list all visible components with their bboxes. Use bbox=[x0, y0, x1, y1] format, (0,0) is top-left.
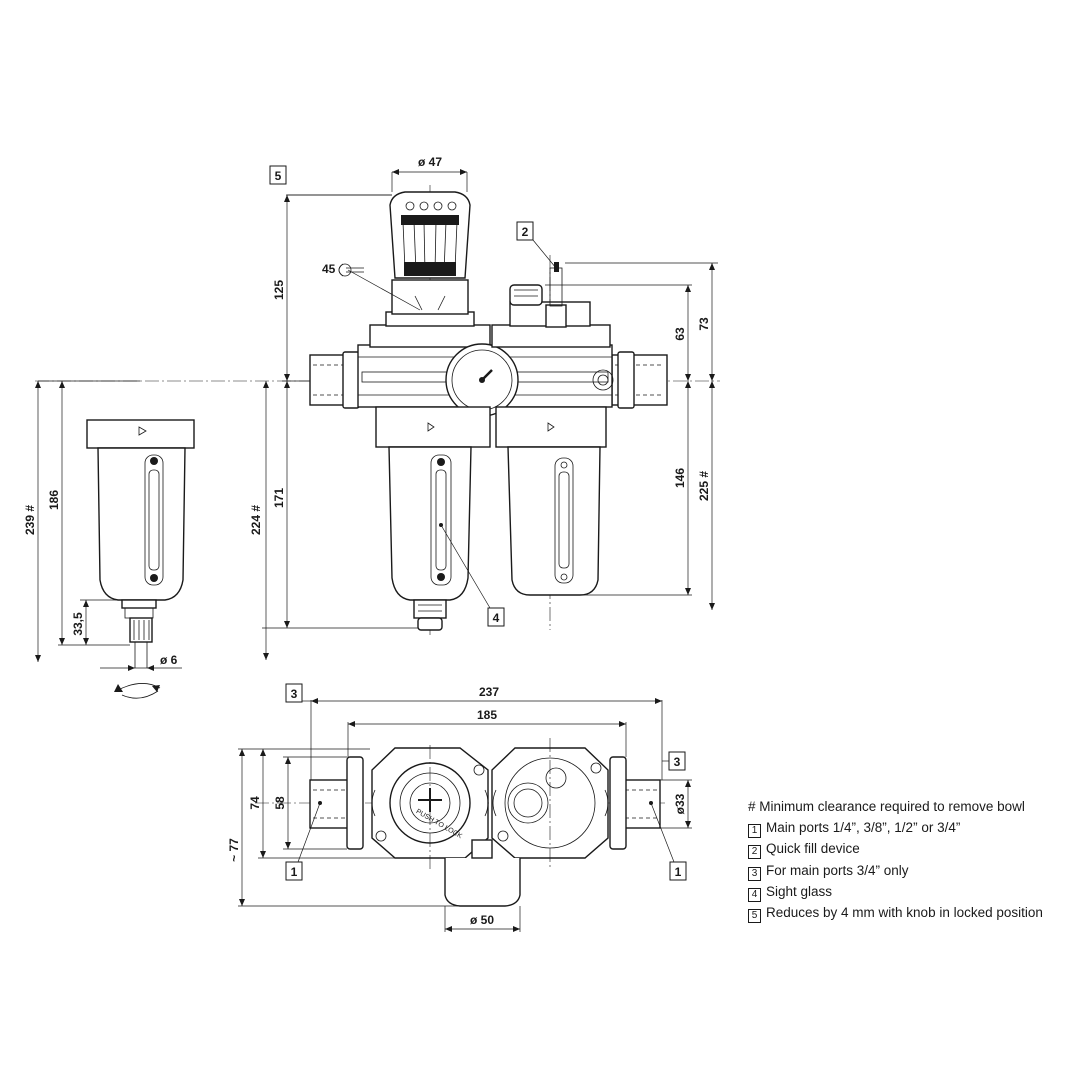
dim-knob-diameter: ø 47 bbox=[418, 155, 442, 169]
callout-1-right: 1 bbox=[675, 865, 682, 879]
callout-3-left: 3 bbox=[291, 687, 298, 701]
legend-item-number: 5 bbox=[748, 909, 761, 924]
dim-lubricator-bowl: 146 bbox=[673, 468, 687, 488]
dim-drain-height: 33,5 bbox=[71, 612, 85, 636]
callout-4: 4 bbox=[493, 611, 500, 625]
dim-fill-device-height: 73 bbox=[697, 317, 711, 331]
callout-5: 5 bbox=[275, 169, 282, 183]
dim-drain-diameter: ø 6 bbox=[160, 653, 178, 667]
wrench-icon bbox=[338, 263, 364, 277]
dim-clearance-lubricator: 225 # bbox=[697, 471, 711, 501]
filter-side-view bbox=[86, 419, 195, 699]
dim-overall-width: 237 bbox=[479, 685, 499, 699]
dim-clearance-filter-regulator: 224 # bbox=[249, 505, 263, 535]
legend-item-number: 2 bbox=[748, 845, 761, 860]
top-dimensions: 237 185 74 58 ~ 77 ø33 bbox=[227, 683, 692, 932]
legend-item-text: Sight glass bbox=[766, 883, 833, 899]
legend: # Minimum clearance required to remove b… bbox=[748, 796, 1043, 924]
rotate-arrow-icon bbox=[114, 683, 161, 699]
dim-clearance-filter: 239 # bbox=[23, 505, 37, 535]
dim-wrench-size: 45 bbox=[322, 262, 336, 276]
legend-item: 2 Quick fill device bbox=[748, 838, 1043, 860]
dim-height-above-port: 125 bbox=[272, 280, 286, 300]
dim-body-width: 185 bbox=[477, 708, 497, 722]
legend-note: # Minimum clearance required to remove b… bbox=[748, 799, 1025, 814]
dim-lubricator-top-height: 63 bbox=[673, 327, 687, 341]
dim-filter-bowl: 186 bbox=[47, 490, 61, 510]
callouts-top: 5 2 4 bbox=[269, 165, 557, 627]
dim-width-58: 58 bbox=[273, 796, 287, 810]
legend-item-text: Main ports 1/4”, 3/8”, 1/2” or 3/4” bbox=[766, 820, 961, 836]
legend-item: 5 Reduces by 4 mm with knob in locked pos… bbox=[748, 902, 1043, 924]
callout-2: 2 bbox=[522, 225, 529, 239]
dim-port-diameter: ø33 bbox=[673, 793, 687, 814]
legend-item-text: Quick fill device bbox=[766, 841, 860, 857]
top-view: PUSH TO LOCK bbox=[255, 738, 668, 907]
legend-item-number: 1 bbox=[748, 824, 761, 839]
callout-1-left: 1 bbox=[291, 865, 298, 879]
front-dimensions: ø 47 125 224 # 171 73 63 1 bbox=[249, 155, 718, 660]
callout-3-right: 3 bbox=[674, 755, 681, 769]
legend-item-number: 3 bbox=[748, 866, 761, 881]
legend-item: 4 Sight glass bbox=[748, 881, 1043, 902]
dim-gauge-diameter: ø 50 bbox=[470, 913, 494, 927]
dim-width-74: 74 bbox=[248, 796, 262, 810]
filter-dimensions: 239 # 186 33,5 ø 6 bbox=[23, 380, 182, 671]
front-view bbox=[35, 185, 720, 635]
legend-item-number: 4 bbox=[748, 887, 761, 902]
dim-filter-regulator-bowl: 171 bbox=[272, 488, 286, 508]
legend-item: 3 For main ports 3/4” only bbox=[748, 860, 1043, 881]
dim-width-77: ~ 77 bbox=[227, 838, 241, 862]
legend-item-text: For main ports 3/4” only bbox=[766, 862, 909, 878]
legend-item: 1 Main ports 1/4”, 3/8”, 1/2” or 3/4” bbox=[748, 817, 1043, 839]
legend-item-text: Reduces by 4 mm with knob in locked posi… bbox=[766, 905, 1043, 921]
